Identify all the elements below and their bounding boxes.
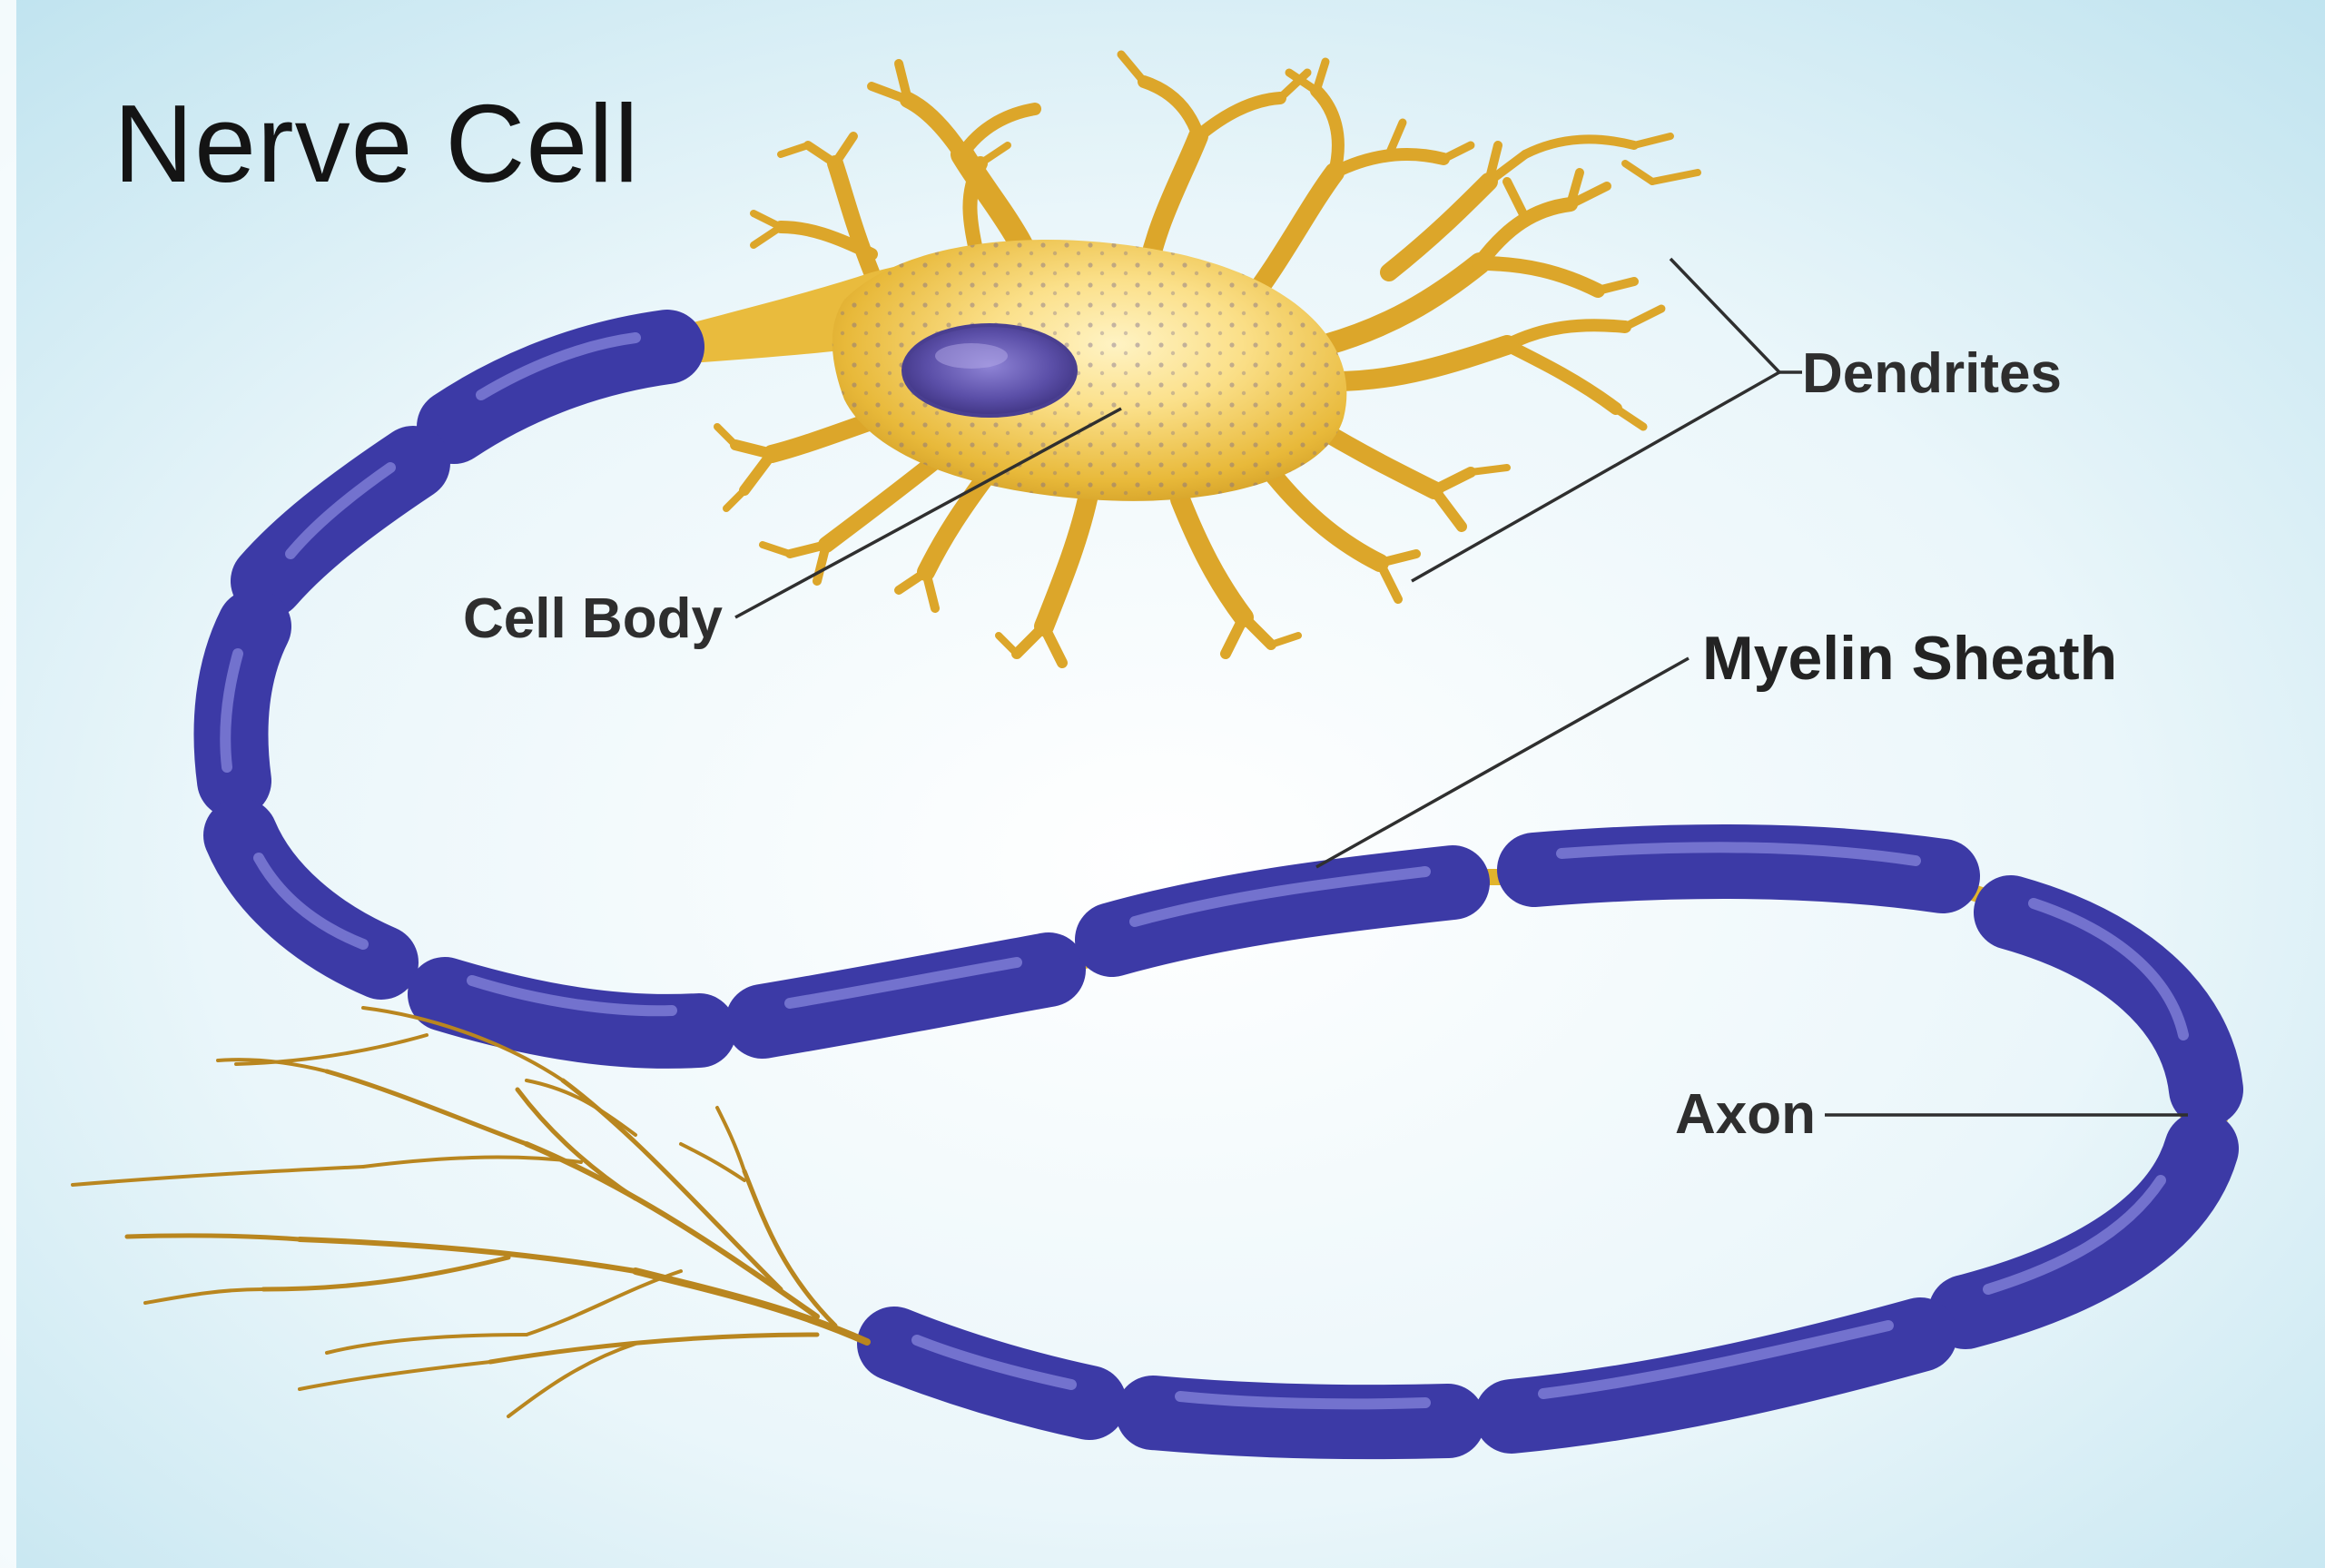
diagram-title: Nerve Cell (113, 82, 640, 205)
left-edge (0, 0, 16, 1568)
nucleus (903, 325, 1076, 416)
label-axon: Axon (1675, 1083, 1816, 1146)
label-dendrites: Dendrites (1802, 342, 2062, 405)
label-myelin-sheath: Myelin Sheath (1702, 624, 2117, 693)
label-cell-body: Cell Body (463, 587, 723, 650)
